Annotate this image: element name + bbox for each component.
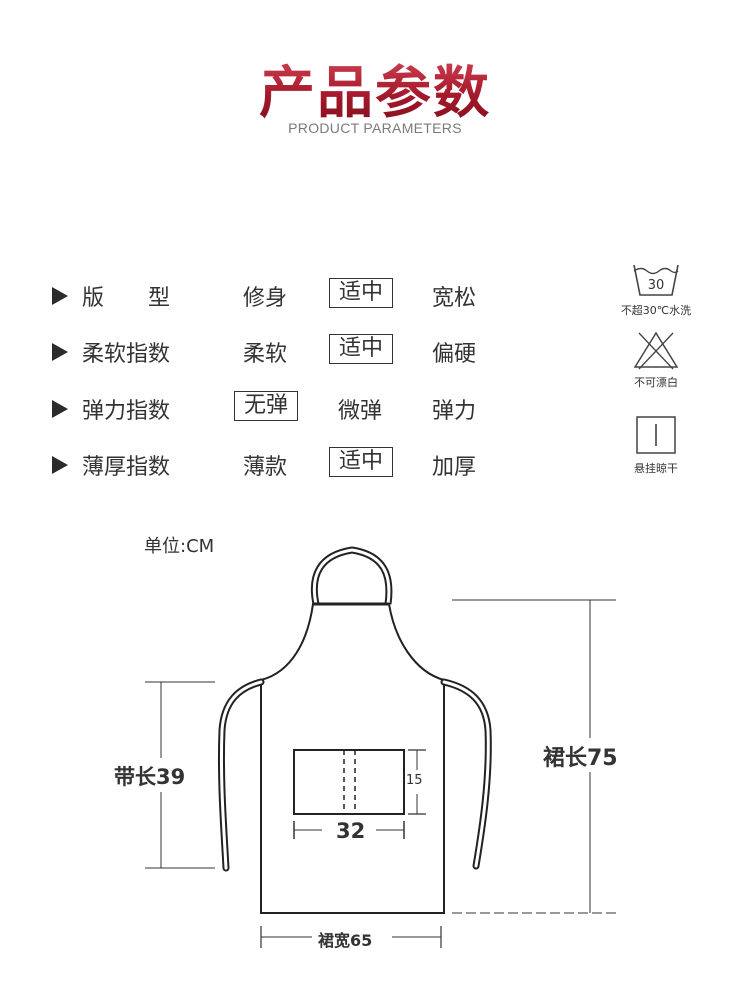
param-label: 弹力指数 [82, 399, 171, 424]
param-option-selected: 适中 [329, 334, 394, 364]
page-title: 产品参数 [0, 48, 750, 129]
apron-width-label: 裙宽65 [318, 931, 373, 950]
care-dry: 悬挂晾干 [606, 414, 706, 476]
play-arrow-icon [52, 456, 68, 474]
param-option: 柔软 [243, 342, 288, 367]
param-option: 弹力 [432, 399, 477, 424]
param-row-softness: 柔软指数 柔软 适中 偏硬 [0, 334, 600, 368]
param-label: 薄厚指数 [82, 455, 171, 480]
care-bleach: 不可漂白 [606, 330, 706, 390]
hang-dry-icon [636, 416, 676, 454]
param-option-selected: 适中 [329, 278, 394, 308]
param-row-thickness: 薄厚指数 薄款 适中 加厚 [0, 447, 600, 481]
param-row-fit: 版 型 修身 适中 宽松 [0, 278, 600, 312]
page-subtitle: PRODUCT PARAMETERS [288, 120, 462, 136]
param-label: 柔软指数 [82, 342, 171, 367]
neck-strap-inner [312, 548, 391, 605]
param-option: 薄款 [243, 455, 288, 480]
pocket-height-label: 15 [406, 773, 423, 788]
strap-length-label: 带长39 [114, 765, 186, 789]
pocket [293, 749, 405, 815]
param-option: 修身 [243, 286, 288, 311]
care-wash: 30 不超30℃水洗 [606, 262, 706, 318]
play-arrow-icon [52, 400, 68, 418]
apron-length-label: 裙长75 [543, 746, 618, 771]
unit-label: 单位:CM [144, 536, 215, 557]
param-option: 偏硬 [432, 342, 477, 367]
pocket-width-label: 32 [336, 819, 366, 843]
param-option: 加厚 [432, 455, 477, 480]
wash-tub-icon: 30 [633, 264, 679, 296]
care-label-wash: 不超30℃水洗 [620, 304, 692, 317]
neck-strap [310, 546, 393, 605]
param-option: 微弹 [338, 399, 383, 424]
waist-tie-right-inner [442, 680, 490, 868]
wash-temp: 30 [648, 278, 665, 293]
care-label-dry: 悬挂晾干 [634, 462, 678, 475]
param-option-selected: 适中 [329, 447, 394, 477]
no-bleach-icon [633, 331, 679, 370]
waist-tie-left-inner [219, 680, 263, 870]
param-label: 版 型 [82, 286, 171, 311]
play-arrow-icon [52, 343, 68, 361]
param-row-elasticity: 弹力指数 无弹 微弹 弹力 [0, 391, 600, 425]
param-option: 宽松 [432, 286, 477, 311]
param-option-selected: 无弹 [234, 391, 299, 421]
care-label-bleach: 不可漂白 [634, 376, 678, 389]
play-arrow-icon [52, 287, 68, 305]
